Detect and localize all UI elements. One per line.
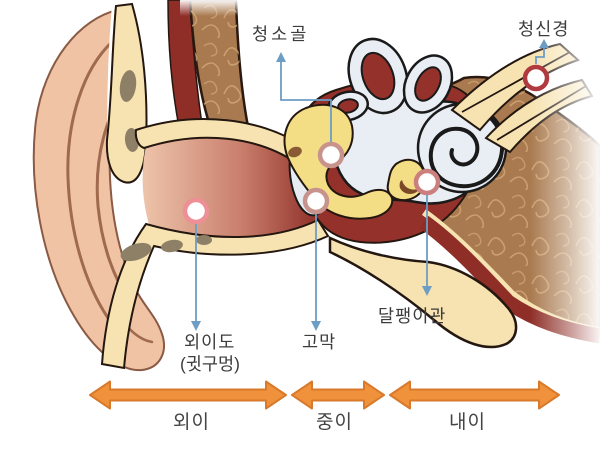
label-eardrum: 고막: [302, 332, 337, 352]
labyrinth: [326, 37, 508, 205]
label-auditory-nerve: 청신경: [518, 19, 570, 39]
arrow-middle-ear: [291, 380, 385, 410]
label-region-middle-ear: 중이: [316, 412, 353, 433]
semicircular-canal-posterior: [402, 54, 454, 114]
gland-blob: [161, 239, 183, 253]
top-fade: [180, 0, 600, 16]
gland-blob: [119, 70, 137, 102]
marker-ossicles[interactable]: [317, 141, 345, 169]
gland-blob: [196, 235, 212, 245]
label-region-inner-ear: 내이: [449, 412, 486, 433]
label-ear-canal: 외이도: [184, 332, 236, 352]
marker-ear-canal[interactable]: [182, 197, 210, 225]
canal-lower-wall: [100, 218, 330, 370]
cochlea-spiral: [428, 104, 505, 189]
canal-upper-wall: [134, 118, 308, 166]
leader-auditory-nerve: [535, 46, 545, 64]
leader-arrowheads: [191, 39, 549, 331]
stapes-crescent: [399, 180, 420, 194]
label-ossicles: 청소골: [252, 24, 310, 44]
eustachian-wedge: [328, 236, 518, 349]
leader-lines: [195, 46, 545, 322]
arrow-outer-ear: [89, 380, 287, 410]
leader-ossicles: [280, 61, 332, 142]
region-arrows: [89, 380, 560, 410]
arrow-inner-ear: [389, 380, 560, 410]
label-region-outer-ear: 외이: [173, 412, 210, 433]
marker-cochlea[interactable]: [413, 168, 441, 196]
label-cochlea: 달팽이관: [378, 306, 447, 326]
label-ear-canal-sub: (귓구멍): [180, 354, 240, 374]
marker-eardrum[interactable]: [302, 187, 330, 215]
right-fade: [530, 0, 600, 350]
malleus-spot: [288, 146, 302, 158]
gland-blob: [120, 242, 152, 262]
marker-auditory-nerve[interactable]: [522, 64, 550, 92]
